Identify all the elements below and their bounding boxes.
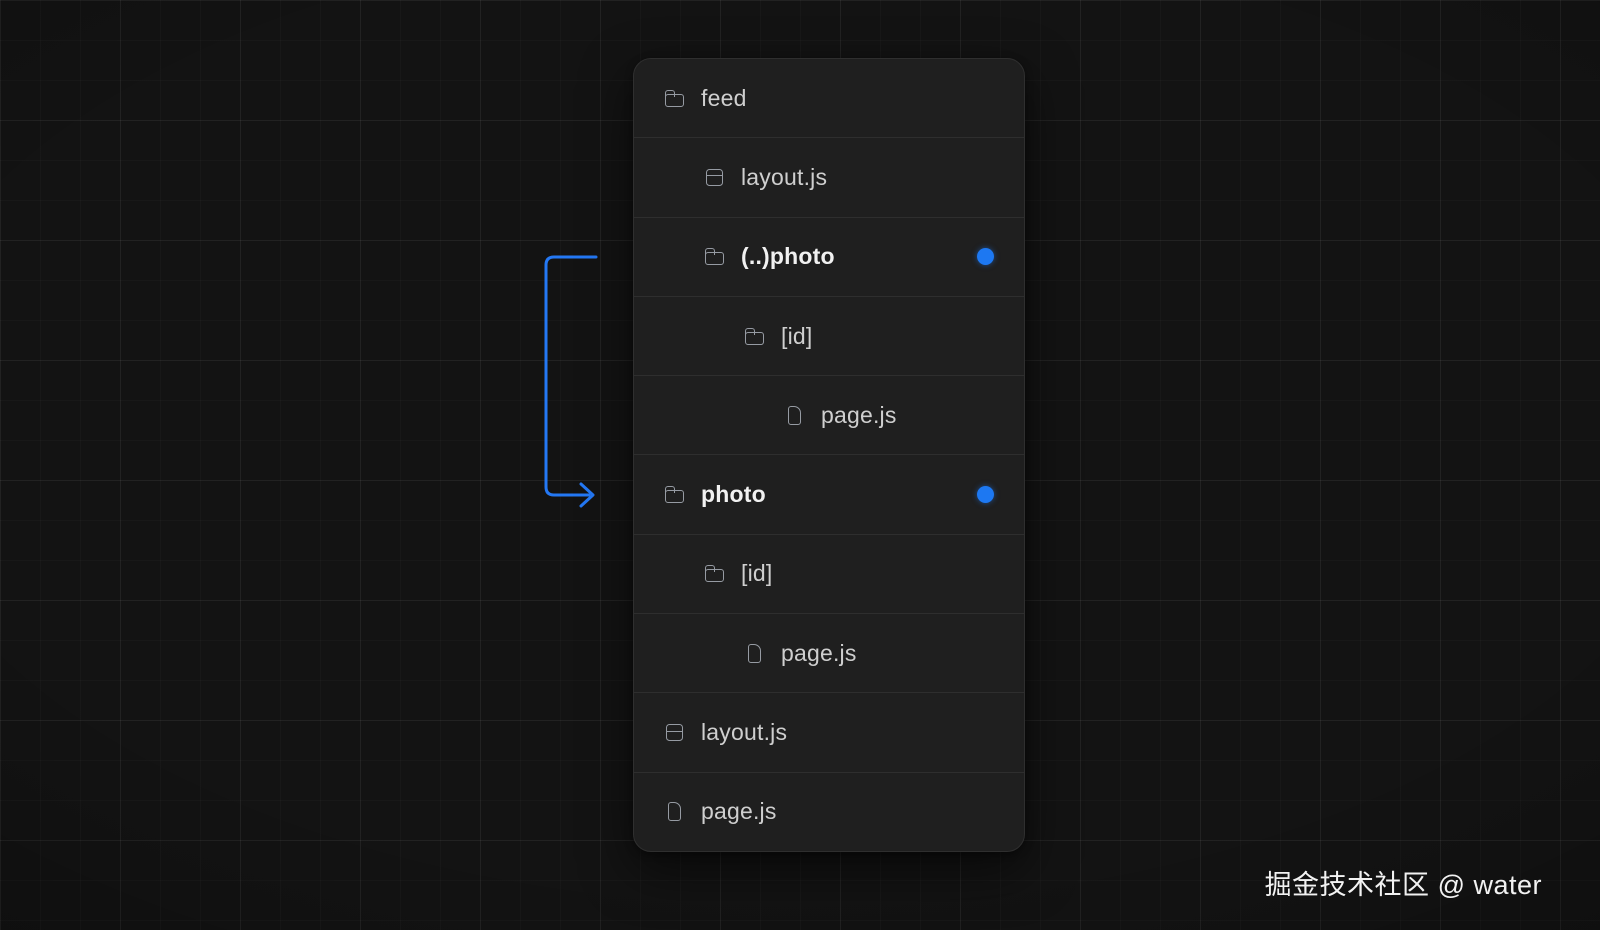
folder-icon: [704, 563, 725, 584]
tree-row-label: [id]: [741, 560, 773, 587]
tree-row-label: page.js: [821, 401, 897, 428]
tree-row-label: photo: [701, 481, 766, 508]
folder-icon: [664, 88, 685, 109]
file-icon: [784, 405, 805, 426]
folder-icon: [744, 326, 765, 347]
tree-row-layout-js: layout.js: [634, 137, 1024, 216]
tree-row-page-js: page.js: [634, 771, 1024, 851]
tree-row-page-js: page.js: [634, 375, 1024, 454]
tree-row-label: [id]: [781, 322, 813, 349]
tree-row-page-js: page.js: [634, 613, 1024, 692]
tree-row-id: [id]: [634, 533, 1024, 613]
route-mapping-arrow: [544, 255, 598, 508]
folder-icon: [664, 484, 685, 505]
tree-row-label: page.js: [701, 798, 777, 825]
file-icon: [744, 643, 765, 664]
tree-row-label: (..)photo: [741, 243, 835, 270]
tree-row-label: feed: [701, 84, 747, 111]
file-icon: [664, 801, 685, 822]
folder-icon: [704, 246, 725, 267]
tree-row-feed: feed: [634, 59, 1024, 137]
tree-row-label: page.js: [781, 639, 857, 666]
file-tree-panel: feed layout.js (..)photo [id] page.js ph…: [633, 58, 1025, 852]
tree-row-label: layout.js: [741, 163, 828, 190]
tree-row-photo: photo: [634, 454, 1024, 533]
watermark-text: 掘金技术社区 @ water: [1264, 870, 1542, 900]
layout-icon: [704, 167, 725, 188]
tree-row-intercepted-photo: (..)photo: [634, 216, 1024, 296]
tree-row-label: layout.js: [701, 719, 788, 746]
tree-row-id: [id]: [634, 295, 1024, 375]
layout-icon: [664, 722, 685, 743]
active-route-dot: [977, 248, 994, 266]
active-route-dot: [977, 486, 994, 504]
tree-row-layout-js: layout.js: [634, 692, 1024, 771]
